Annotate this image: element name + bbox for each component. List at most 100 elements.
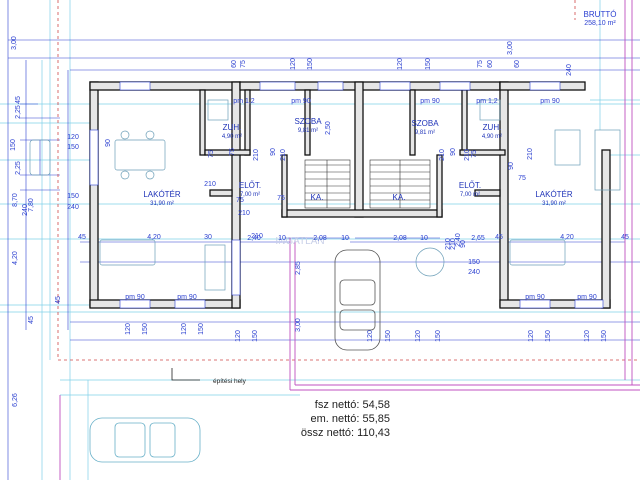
furniture bbox=[29, 99, 621, 291]
dimension-d77: pm 90 bbox=[525, 294, 545, 301]
dimension-d7: 4,20 bbox=[12, 251, 19, 265]
dimension-d63: 240 bbox=[468, 269, 480, 276]
dimension-d82: 150 bbox=[601, 330, 608, 342]
dimension-d24: 90 bbox=[105, 139, 112, 147]
room-name-zuh-right: ZUH. bbox=[483, 123, 502, 132]
dimension-d32: 150 bbox=[425, 58, 432, 70]
dimension-d30: 150 bbox=[307, 58, 314, 70]
dimension-d88: 75 bbox=[471, 150, 478, 158]
dimension-d26: 210 bbox=[251, 233, 263, 240]
dimension-d51: 2,40 bbox=[247, 235, 261, 242]
dimension-d66: 210 bbox=[450, 238, 457, 250]
room-name-lakoter-right: LAKÓTÉR bbox=[535, 190, 573, 199]
dimension-d18: pm 90 bbox=[125, 294, 145, 301]
room-area-lakoter-right: 31,90 m² bbox=[542, 201, 566, 207]
dimension-d48: 75 bbox=[236, 197, 244, 204]
dimension-d81: 120 bbox=[584, 330, 591, 342]
dimension-d90: 90 bbox=[508, 162, 515, 170]
dimension-d72: 150 bbox=[385, 330, 392, 342]
dimension-d70: 150 bbox=[252, 330, 259, 342]
dimension-d17: 30 bbox=[204, 234, 212, 241]
dimension-d36: pm 90 bbox=[291, 98, 311, 105]
room-name-szoba-left: SZOBA bbox=[294, 117, 322, 126]
dimension-d84: pm 90 bbox=[540, 98, 560, 105]
ground-net-area: fsz nettó: 54,58 bbox=[314, 399, 390, 411]
dimension-d87: 75 bbox=[208, 150, 215, 158]
room-area-szoba-left: 9,81 m² bbox=[298, 128, 318, 134]
building-line-marker bbox=[171, 368, 200, 381]
dimension-d28: 75 bbox=[240, 60, 247, 68]
dimension-d29: 120 bbox=[290, 58, 297, 70]
dimension-d5: 8,70 bbox=[12, 193, 19, 207]
dimension-d21: 150 bbox=[142, 323, 149, 335]
room-area-szoba-right: 9,81 m² bbox=[415, 130, 435, 136]
dimension-d64: 2,85 bbox=[295, 261, 302, 275]
windows bbox=[89, 81, 604, 309]
dimension-d68: 210 bbox=[445, 238, 452, 250]
dimension-d62: 150 bbox=[468, 259, 480, 266]
dimension-d22: 120 bbox=[181, 323, 188, 335]
staircase-left bbox=[304, 159, 351, 209]
dimension-d31: 120 bbox=[397, 58, 404, 70]
dimension-d6: 7,80 bbox=[28, 198, 35, 212]
dimension-d89: 210 bbox=[527, 148, 534, 160]
dimension-d35: pm 1,2 bbox=[233, 98, 255, 105]
room-name-ka-left: KA. bbox=[311, 193, 324, 202]
dimension-d83: 60 bbox=[514, 60, 521, 68]
dimension-d61: 45 bbox=[621, 234, 629, 241]
dimension-d27: 60 bbox=[231, 60, 238, 68]
dimension-d67: 90 bbox=[460, 240, 467, 248]
dimension-d55: 2,08 bbox=[393, 235, 407, 242]
upper-net-area: em. nettó: 55,85 bbox=[310, 413, 391, 425]
dimension-d43: 2,50 bbox=[325, 121, 332, 135]
dimension-d3: 45 bbox=[15, 96, 22, 104]
building-boundary bbox=[57, 0, 640, 361]
room-area-elot-right: 7,00 m² bbox=[460, 192, 480, 198]
dimension-d78: pm 90 bbox=[577, 294, 597, 301]
dimension-d34: 60 bbox=[487, 60, 494, 68]
dimension-d74: 150 bbox=[435, 330, 442, 342]
dimension-d50: 75 bbox=[518, 175, 526, 182]
room-area-elot-left: 7,00 m² bbox=[240, 192, 260, 198]
staircase-right bbox=[369, 159, 431, 209]
room-name-zuh-left: ZUH. bbox=[223, 123, 242, 132]
dimension-d52: 10 bbox=[278, 235, 286, 242]
dimension-d25: 210 bbox=[204, 181, 216, 188]
dimension-d12: 150 bbox=[67, 144, 79, 151]
dimension-d59: 45 bbox=[495, 234, 503, 241]
dimension-d49: 210 bbox=[238, 210, 250, 217]
dimension-d33: 75 bbox=[477, 60, 484, 68]
dimension-d16: 4,20 bbox=[147, 234, 161, 241]
dimension-d71: 120 bbox=[367, 330, 374, 342]
dimension-d85: 150 bbox=[10, 139, 17, 151]
room-name-elot-right: ELŐT. bbox=[459, 181, 481, 190]
dimension-d56: 10 bbox=[420, 235, 428, 242]
total-net-area: össz nettó: 110,43 bbox=[300, 427, 390, 439]
dimension-d11: 120 bbox=[67, 134, 79, 141]
dimension-d15: 45 bbox=[78, 234, 86, 241]
dimension-d86: 240 bbox=[22, 204, 29, 216]
dimension-d20: 120 bbox=[125, 323, 132, 335]
dimension-d73: 120 bbox=[415, 330, 422, 342]
dimension-d53: 2,08 bbox=[313, 235, 327, 242]
dimension-d40: 210 bbox=[253, 149, 260, 161]
plot-lines bbox=[59, 0, 640, 480]
dimension-d75: 120 bbox=[528, 330, 535, 342]
dimension-d79: 3,00 bbox=[507, 41, 514, 55]
room-name-szoba-right: SZOBA bbox=[411, 119, 439, 128]
room-area-lakoter-left: 31,90 m² bbox=[150, 201, 174, 207]
dimension-d57: 2,40 bbox=[455, 233, 462, 247]
dimension-d37: pm 90 bbox=[420, 98, 440, 105]
room-name-lakoter-left: LAKÓTÉR bbox=[143, 190, 181, 199]
dimension-d42: 210 bbox=[280, 149, 287, 161]
dimension-d23: 150 bbox=[198, 323, 205, 335]
watermark: INGATLAN bbox=[275, 236, 324, 247]
room-area-zuh-left: 4,90 m² bbox=[222, 134, 242, 140]
brutto-value: 258,10 m² bbox=[584, 20, 616, 27]
dimension-d44: 210 bbox=[439, 149, 446, 161]
dimension-lines bbox=[7, 0, 640, 480]
room-name-ka-right: KA. bbox=[393, 193, 406, 202]
dimension-d46: 210 bbox=[464, 149, 471, 161]
dimension-d8: 45 bbox=[28, 316, 35, 324]
